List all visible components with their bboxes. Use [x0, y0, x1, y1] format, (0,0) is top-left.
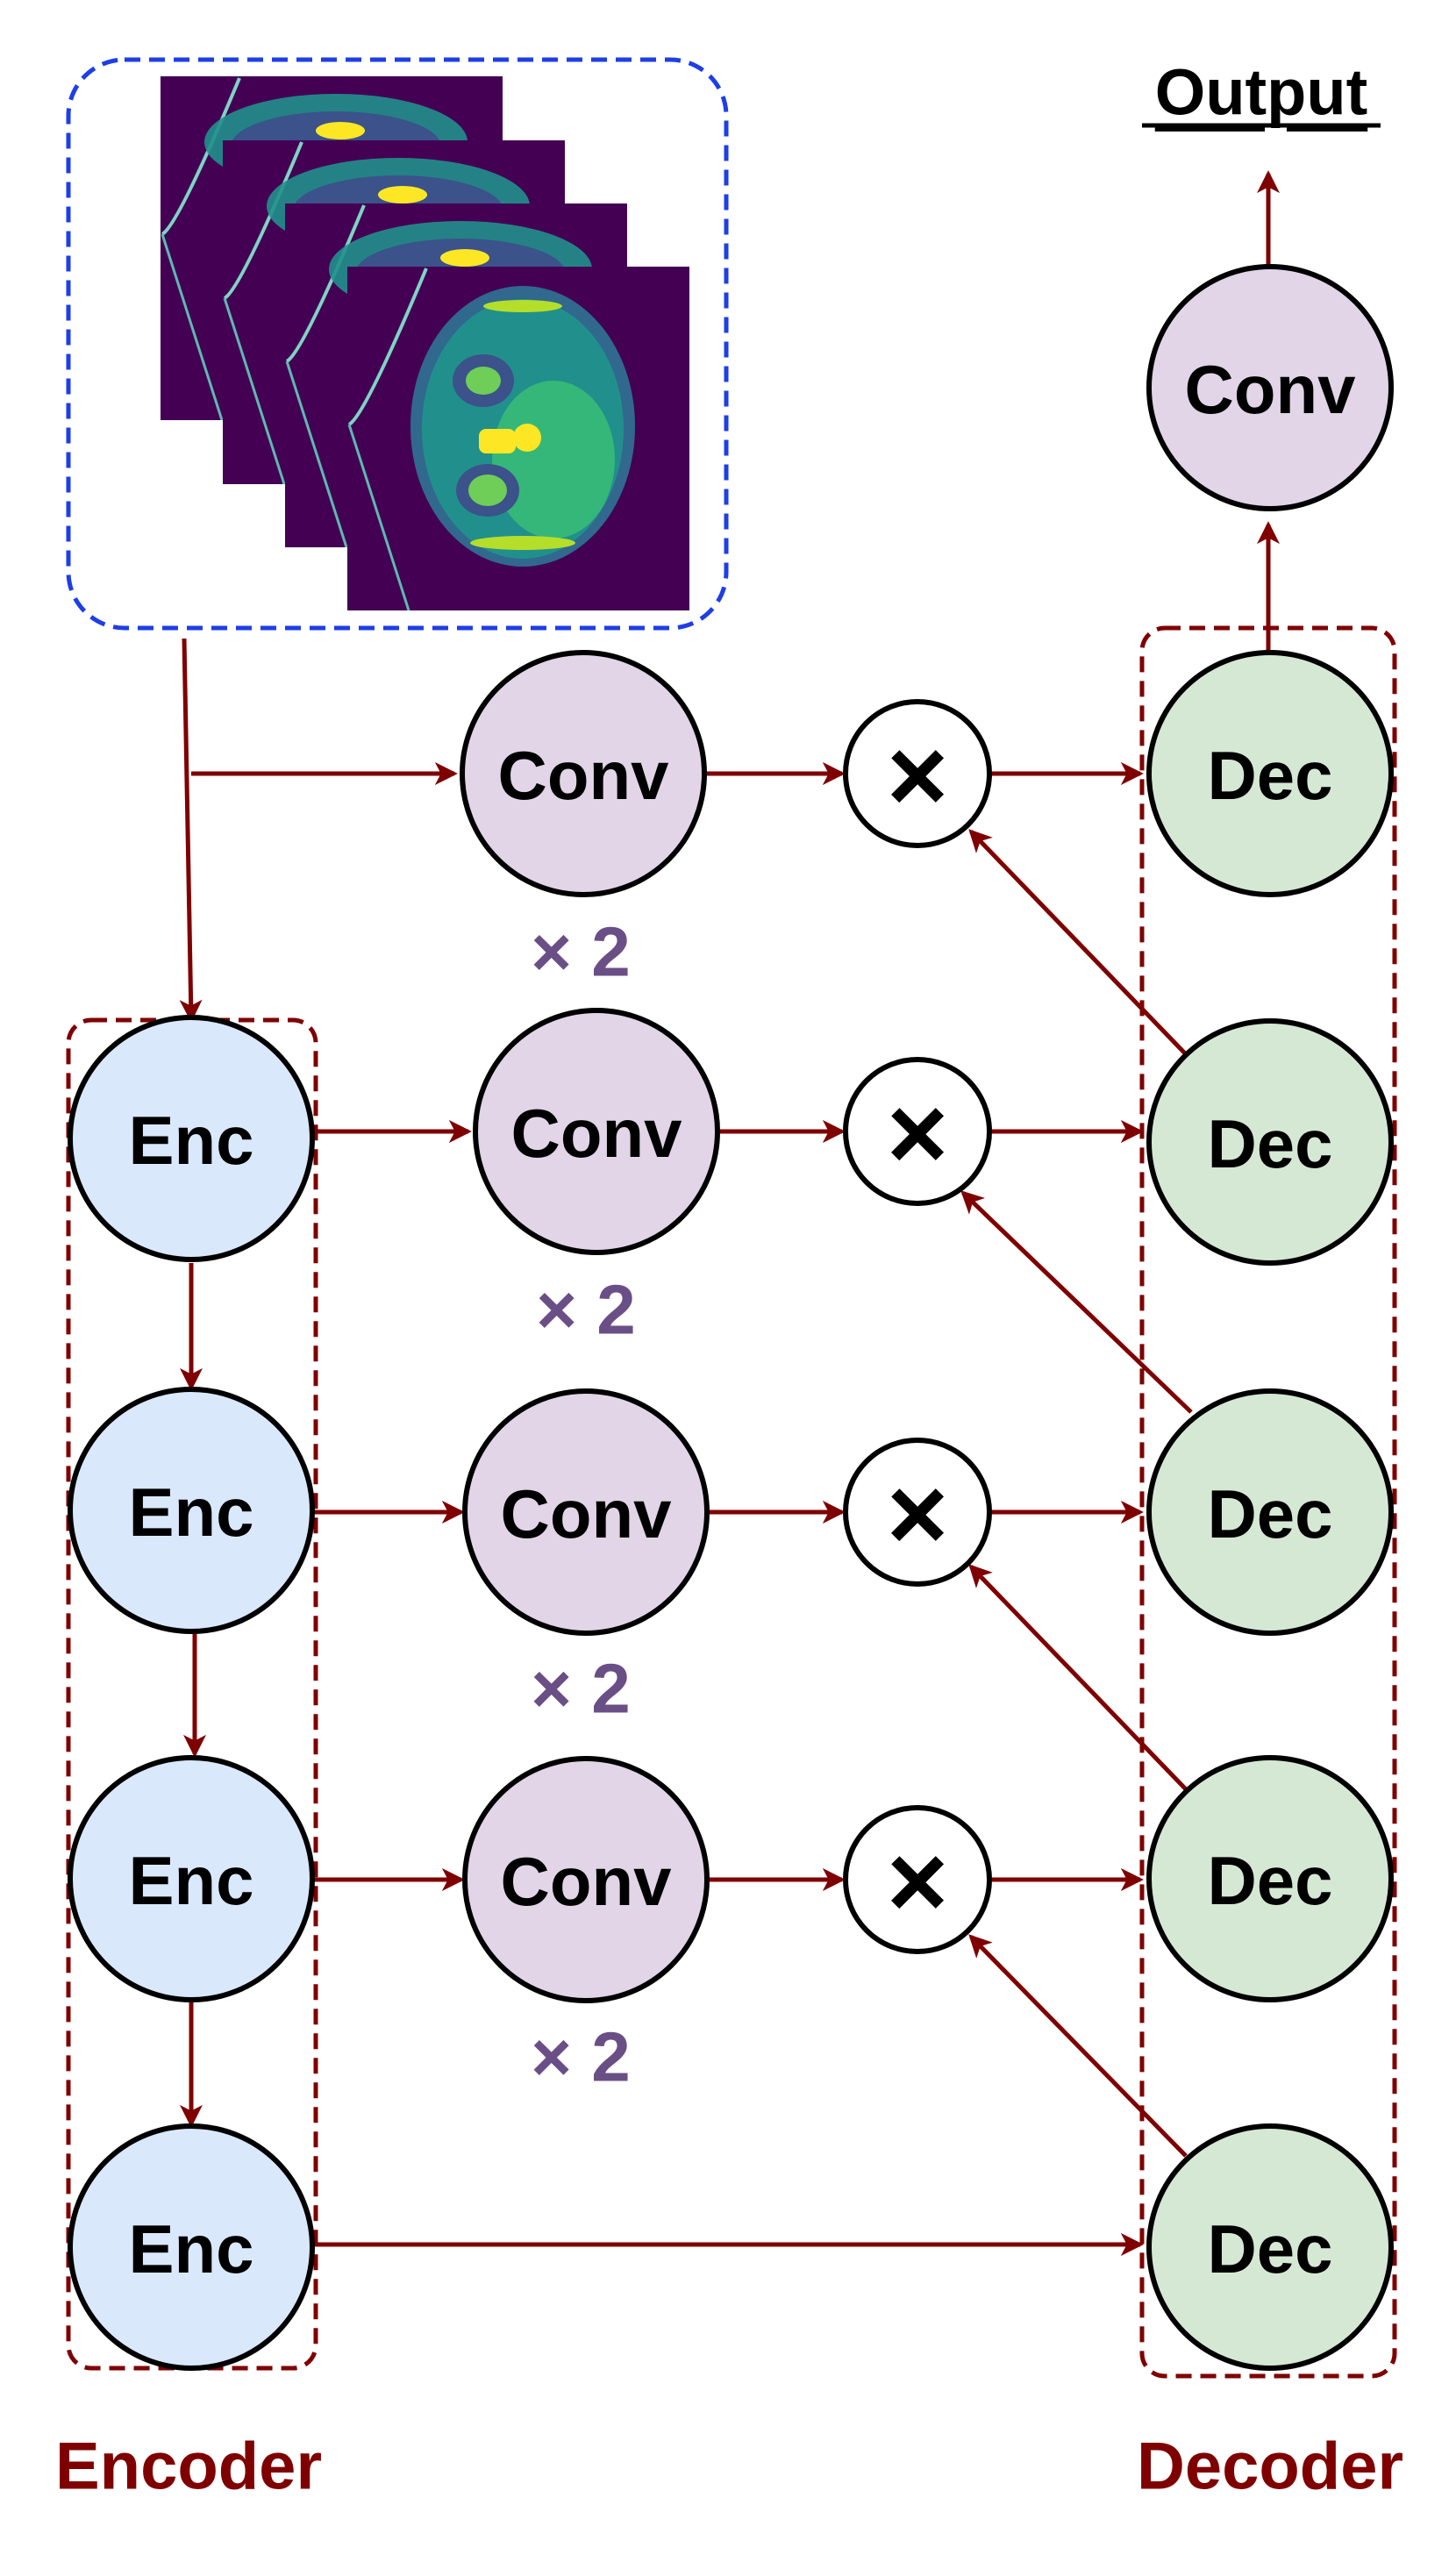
decoder-block-3-label: Dec [1207, 1475, 1332, 1552]
repeat-label-3: × 2 [531, 1650, 630, 1728]
conv-block-3-label: Conv [501, 1475, 673, 1552]
conv-block-3: Conv [462, 1388, 710, 1636]
decoder-block-1-label: Dec [1207, 737, 1332, 814]
multiply-node-1-label: × [887, 717, 948, 834]
arrow-dec-to-mult-4 [968, 1934, 1188, 2158]
arrow-dec-to-mult-3 [968, 1564, 1188, 1791]
repeat-label-1: × 2 [531, 913, 630, 991]
multiply-node-4-label: × [887, 1823, 948, 1940]
conv-block-1: Conv [460, 650, 707, 897]
decoder-block-2-label: Dec [1207, 1105, 1332, 1182]
ct-scan-slices-icon [161, 76, 689, 610]
output-conv-block: Conv [1146, 264, 1394, 511]
multiply-node-2-label: × [887, 1074, 948, 1192]
multiply-node-3: × [843, 1438, 992, 1587]
encoder-block-2: Enc [68, 1387, 315, 1634]
multiply-node-2: × [843, 1057, 992, 1206]
output-conv-block-label: Conv [1185, 351, 1357, 428]
multiply-node-4: × [843, 1805, 992, 1954]
encoder-label: Encoder [55, 2430, 322, 2504]
output-title: Output [1155, 56, 1367, 129]
ct-slice [347, 267, 689, 610]
multiply-node-1: × [843, 699, 992, 848]
encoder-block-1: Enc [68, 1015, 315, 1262]
encoder-block-1-label: Enc [128, 1102, 253, 1179]
encoder-block-4-label: Enc [128, 2210, 253, 2287]
decoder-block-2: Dec [1146, 1018, 1394, 1266]
decoder-block-5: Dec [1146, 2123, 1394, 2371]
encoder-block-2-label: Enc [128, 1474, 253, 1551]
decoder-block-4-label: Dec [1207, 1842, 1332, 1919]
conv-block-1-label: Conv [498, 737, 670, 814]
encoder-block-3-label: Enc [128, 1842, 253, 1919]
encoder-block-4: Enc [68, 2123, 315, 2371]
decoder-block-3: Dec [1146, 1388, 1394, 1636]
conv-block-2-label: Conv [511, 1095, 683, 1172]
conv-block-4: Conv [462, 1756, 710, 2003]
conv-block-4-label: Conv [501, 1843, 673, 1920]
arrows [179, 170, 1280, 2256]
repeat-label-2: × 2 [536, 1271, 635, 1349]
decoder-block-4: Dec [1146, 1755, 1394, 2002]
nodes: EncEncEncEncConvConvConvConv××××DecDecDe… [68, 264, 1394, 2371]
encoder-block-3: Enc [68, 1755, 315, 2002]
decoder-label: Decoder [1137, 2430, 1403, 2504]
multiply-node-3-label: × [887, 1455, 948, 1573]
conv-block-2: Conv [473, 1008, 720, 1255]
decoder-block-5-label: Dec [1207, 2210, 1332, 2287]
arrow-input-to-enc [179, 638, 203, 1023]
input-frame [66, 57, 729, 631]
repeat-label-4: × 2 [531, 2018, 630, 2096]
arrow-dec-to-mult-1 [968, 829, 1188, 1056]
decoder-block-1: Dec [1146, 650, 1394, 897]
arrow-dec-to-mult-2 [960, 1190, 1193, 1414]
